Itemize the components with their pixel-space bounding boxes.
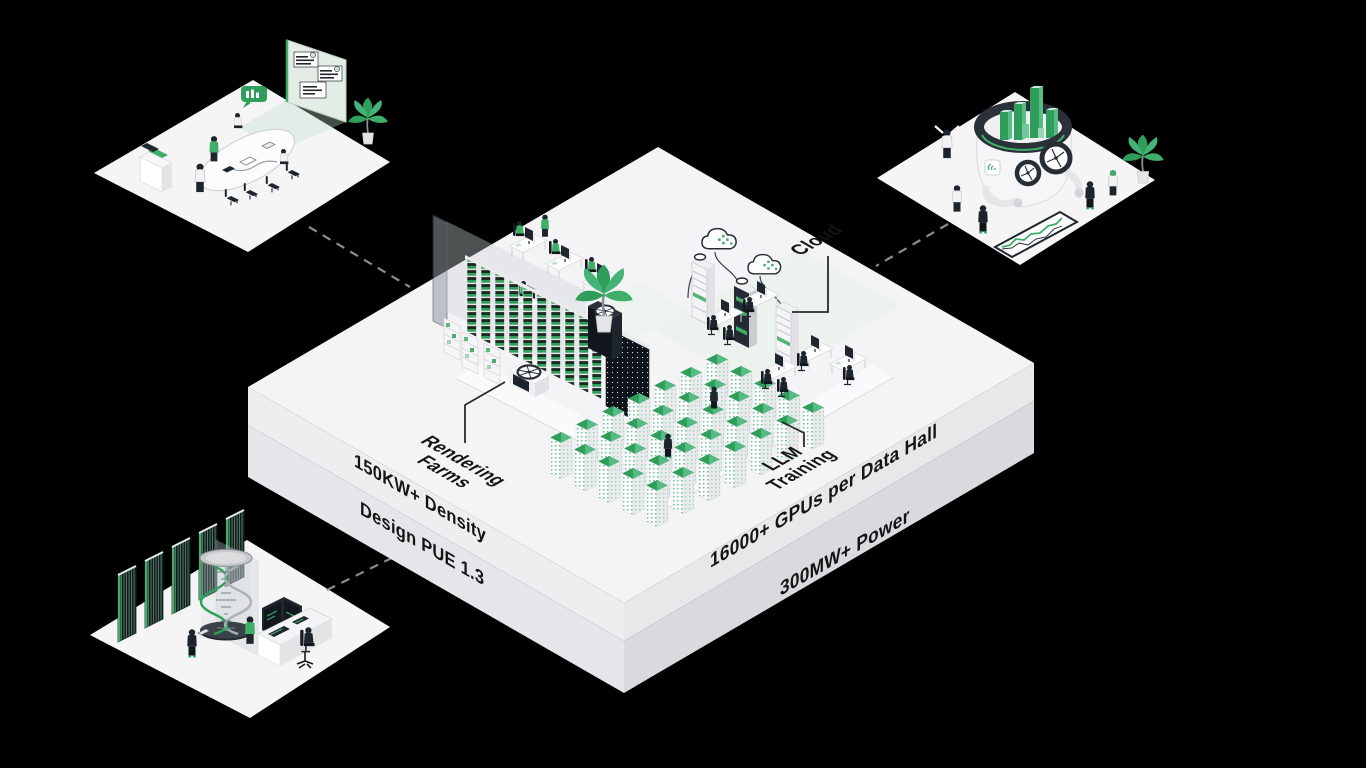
satellite-meeting-platform — [94, 39, 390, 252]
tablet — [197, 628, 210, 636]
projection-screen — [285, 39, 347, 123]
podium — [139, 143, 173, 193]
slab-right-upper — [624, 363, 1034, 641]
cloud-racks — [687, 227, 800, 369]
slab-left-upper — [248, 387, 624, 641]
antenna-knob — [735, 277, 749, 285]
dashed-connector-top-left — [308, 226, 411, 288]
rendering-farms-leader — [464, 381, 506, 443]
glass-panel — [432, 214, 448, 329]
slab-right-lower — [624, 401, 1034, 693]
cooling-unit — [508, 362, 550, 397]
bar-chart-3d — [1000, 86, 1058, 140]
gauge-icon — [1039, 141, 1073, 175]
cloud-leader — [792, 256, 829, 313]
main-datacenter-platform: 150KW+ Density Design PUE 1.3 16000+ GPU… — [248, 147, 1034, 693]
control-desk — [257, 597, 333, 667]
llm-training-leader — [781, 421, 805, 447]
satellite-analytics-platform — [877, 86, 1165, 265]
floor-line-chart — [992, 210, 1080, 259]
antenna-knob — [693, 253, 707, 261]
dark-tower-with-fan — [588, 301, 622, 360]
slab-left-lower — [248, 425, 624, 693]
dashed-connector-top-right — [875, 223, 949, 267]
speech-bubble-icon — [241, 86, 267, 108]
fan-icon — [516, 364, 542, 380]
standing-person-arms-up — [934, 125, 960, 159]
gauge-icon — [1014, 159, 1042, 187]
dna-helix-icon — [199, 549, 253, 641]
satellite-research-platform — [90, 509, 390, 718]
person-head-accent — [1110, 170, 1116, 176]
machine-panel-icon — [984, 159, 1001, 176]
operator-on-chair — [296, 626, 316, 669]
analytics-machine — [974, 86, 1084, 208]
